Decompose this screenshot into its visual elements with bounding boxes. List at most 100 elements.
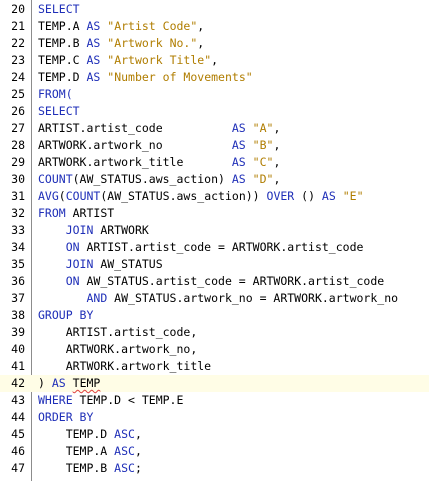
code-line[interactable]: 35 JOIN AW_STATUS [0, 256, 429, 273]
code-token: , [211, 53, 219, 67]
line-number: 45 [11, 427, 25, 441]
code-token [336, 189, 343, 203]
gutter-divider [31, 0, 32, 481]
code-line[interactable]: 37 AND AW_STATUS.artwork_no = ARTWORK.ar… [0, 290, 429, 307]
sql-keyword: SELECT [38, 2, 80, 16]
code-line[interactable]: 45 TEMP.D ASC, [0, 426, 429, 443]
code-token: () [294, 189, 322, 203]
string-literal: "Artwork No." [107, 36, 198, 50]
sql-keyword: OVER [266, 189, 295, 203]
code-line[interactable]: 47 TEMP.B ASC; [0, 460, 429, 477]
code-token [246, 155, 253, 169]
line-number: 41 [11, 359, 25, 373]
line-number: 36 [11, 274, 25, 288]
code-text: JOIN ARTWORK [38, 222, 149, 239]
code-token: ARTWORK.artwork_title [38, 155, 232, 169]
code-token: ARTIST.artist_code, [38, 325, 198, 339]
code-token [246, 121, 253, 135]
code-token: , [273, 155, 281, 169]
code-line[interactable]: 29 ARTWORK.artwork_title AS "C", [0, 154, 429, 171]
line-number: 34 [11, 240, 25, 254]
code-text: TEMP.A AS "Artist Code", [38, 18, 204, 35]
code-token: ARTWORK [93, 223, 149, 237]
code-line[interactable]: 21 TEMP.A AS "Artist Code", [0, 18, 429, 35]
line-number: 39 [11, 325, 25, 339]
code-text: FROM( [38, 86, 73, 103]
code-token: TEMP.B [38, 36, 87, 50]
code-line[interactable]: 33 JOIN ARTWORK [0, 222, 429, 239]
code-line[interactable]: 36 ON AW_STATUS.artist_code = ARTWORK.ar… [0, 273, 429, 290]
sql-keyword: AS [86, 19, 101, 33]
sql-keyword: AS [321, 189, 336, 203]
code-line[interactable]: 32 FROM ARTIST [0, 205, 429, 222]
code-token [38, 274, 66, 288]
code-token: AW_STATUS [93, 257, 163, 271]
line-number: 22 [11, 36, 25, 50]
code-token [38, 291, 86, 305]
line-number: 33 [11, 223, 25, 237]
code-token: TEMP.B [38, 461, 115, 475]
code-token [38, 240, 66, 254]
string-literal: "Artist Code" [107, 19, 198, 33]
sql-keyword: ASC [114, 461, 135, 475]
code-text: TEMP.C AS "Artwork Title", [38, 52, 218, 69]
line-number: 40 [11, 342, 25, 356]
code-text: TEMP.D AS "Number of Movements" [38, 69, 253, 86]
code-line[interactable]: 34 ON ARTIST.artist_code = ARTWORK.artis… [0, 239, 429, 256]
line-number: 25 [11, 87, 25, 101]
code-token: TEMP.D [38, 427, 115, 441]
line-number: 32 [11, 206, 25, 220]
sql-keyword: ASC [114, 444, 135, 458]
code-text: ARTWORK.artwork_no AS "B", [38, 137, 280, 154]
line-number: 26 [11, 104, 25, 118]
code-token: , [197, 36, 205, 50]
code-line[interactable]: 41 ARTWORK.artwork_title [0, 358, 429, 375]
line-number: 24 [11, 70, 25, 84]
code-line[interactable]: 24 TEMP.D AS "Number of Movements" [0, 69, 429, 86]
code-line[interactable]: 25 FROM( [0, 86, 429, 103]
code-text: SELECT [38, 1, 80, 18]
string-literal: "Artwork Title" [107, 53, 212, 67]
code-token: , [134, 427, 142, 441]
code-text: TEMP.D ASC, [38, 426, 142, 443]
line-number: 29 [11, 155, 25, 169]
sql-keyword: GROUP BY [38, 308, 94, 322]
sql-keyword: SELECT [38, 104, 80, 118]
sql-keyword: AS [86, 36, 101, 50]
sql-keyword: AS [231, 172, 246, 186]
code-text: ) AS TEMP [38, 375, 100, 392]
line-number: 21 [11, 19, 25, 33]
code-token: (AW_STATUS.aws_action)) [100, 189, 267, 203]
code-token: TEMP.C [38, 53, 87, 67]
code-line[interactable]: 46 TEMP.A ASC, [0, 443, 429, 460]
code-token: AW_STATUS.artwork_no = ARTWORK.artwork_n… [107, 291, 399, 305]
line-number: 43 [11, 393, 25, 407]
code-text: TEMP.B ASC; [38, 460, 142, 477]
code-line[interactable]: 22 TEMP.B AS "Artwork No.", [0, 35, 429, 52]
code-text: ARTWORK.artwork_title AS "C", [38, 154, 280, 171]
code-token: ; [134, 461, 142, 475]
code-text: SELECT [38, 103, 80, 120]
code-line[interactable]: 39 ARTIST.artist_code, [0, 324, 429, 341]
code-text: ORDER BY [38, 409, 93, 426]
code-text: FROM ARTIST [38, 205, 114, 222]
code-token [38, 223, 66, 237]
code-line[interactable]: 26 SELECT [0, 103, 429, 120]
code-line[interactable]: 40 ARTWORK.artwork_no, [0, 341, 429, 358]
code-line-current[interactable]: 42) AS TEMP [0, 375, 429, 392]
code-token: ARTIST [65, 206, 115, 220]
error-squiggle-token: TEMP [72, 376, 101, 390]
line-number: 30 [11, 172, 25, 186]
string-literal: "D" [252, 172, 274, 186]
